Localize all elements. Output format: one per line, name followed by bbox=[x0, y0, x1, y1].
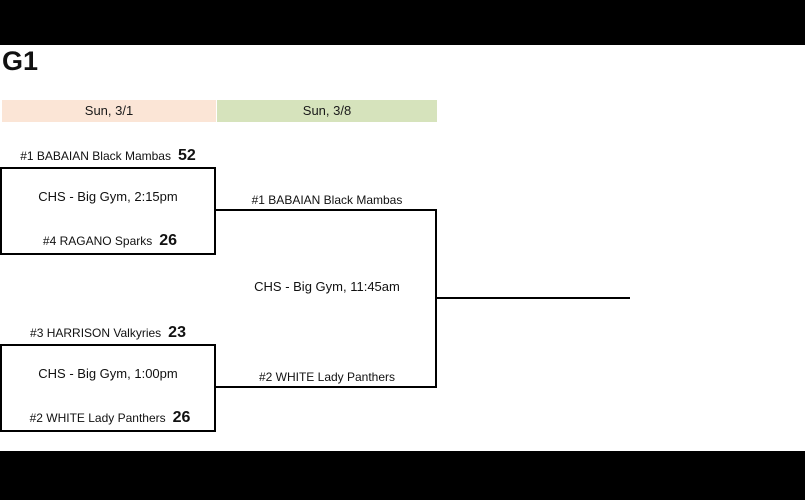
game2-bottom-team-slot: #2 WHITE Lady Panthers 26 bbox=[2, 409, 218, 427]
champion-line bbox=[435, 297, 630, 299]
game2-top-team-slot: #3 HARRISON Valkyries 23 bbox=[0, 324, 216, 342]
date-column-header-2: Sun, 3/8 bbox=[217, 100, 437, 122]
team-score: 26 bbox=[159, 232, 178, 249]
team-name: #3 HARRISON Valkyries bbox=[30, 326, 162, 340]
game1-venue: CHS - Big Gym, 2:15pm bbox=[38, 189, 178, 204]
team-score: 52 bbox=[177, 147, 196, 164]
bracket-title: G1 bbox=[2, 46, 39, 76]
game1-connector-line bbox=[216, 209, 437, 211]
final-top-team-slot: #1 BABAIAN Black Mambas bbox=[251, 193, 403, 207]
team-score: 26 bbox=[172, 409, 191, 426]
top-black-bar bbox=[0, 0, 805, 45]
final-bottom-team-slot: #2 WHITE Lady Panthers bbox=[258, 370, 396, 384]
team-name: #1 BABAIAN Black Mambas bbox=[20, 149, 171, 163]
game2-connector-line bbox=[216, 386, 437, 388]
team-score: 23 bbox=[168, 324, 186, 341]
game1-bottom-team-slot: #4 RAGANO Sparks 26 bbox=[2, 232, 218, 250]
team-name: #2 WHITE Lady Panthers bbox=[29, 411, 166, 425]
team-name: #4 RAGANO Sparks bbox=[42, 234, 153, 248]
game2-match-box[interactable]: CHS - Big Gym, 1:00pm #2 WHITE Lady Pant… bbox=[0, 344, 216, 432]
game2-venue: CHS - Big Gym, 1:00pm bbox=[38, 366, 178, 381]
bottom-black-bar bbox=[0, 451, 805, 500]
game1-top-team-slot: #1 BABAIAN Black Mambas 52 bbox=[0, 147, 216, 165]
final-venue: CHS - Big Gym, 11:45am bbox=[254, 279, 400, 294]
game1-match-box[interactable]: CHS - Big Gym, 2:15pm #4 RAGANO Sparks 2… bbox=[0, 167, 216, 255]
date-column-header-1: Sun, 3/1 bbox=[2, 100, 216, 122]
